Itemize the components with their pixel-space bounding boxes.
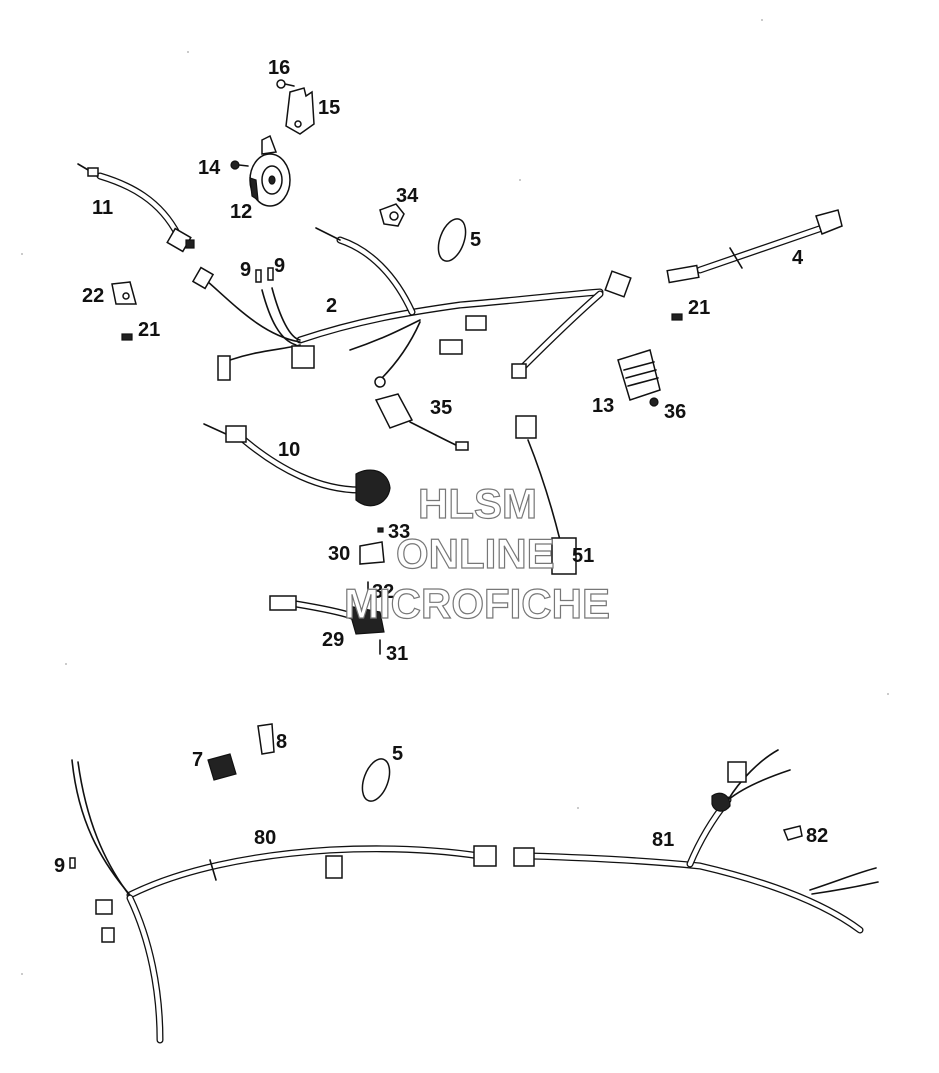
part-82 [782, 825, 803, 841]
clip-21b [671, 313, 683, 321]
grommet-34 [379, 203, 405, 227]
callout-5-lower: 5 [392, 743, 403, 765]
relay-7 [207, 753, 237, 781]
callout-12: 12 [230, 201, 252, 223]
callout-9-lower: 9 [54, 855, 65, 877]
callout-80: 80 [254, 827, 276, 849]
screw-14 [230, 160, 249, 170]
cable-tie-5b [361, 758, 391, 802]
callout-32: 32 [372, 581, 394, 603]
callout-22: 22 [82, 285, 104, 307]
screw-36 [649, 397, 659, 407]
callout-82: 82 [806, 825, 828, 847]
callout-81: 81 [652, 829, 674, 851]
screw-16 [276, 79, 295, 89]
watermark: HLSM ONLINE MICROFICHE [343, 479, 610, 627]
relay-35 [374, 393, 469, 451]
horn-12 [249, 134, 291, 207]
callout-10: 10 [278, 439, 300, 461]
callout-13: 13 [592, 395, 614, 417]
callout-51: 51 [572, 545, 594, 567]
callout-21-right: 21 [688, 297, 710, 319]
callout-2: 2 [326, 295, 337, 317]
callout-9-left: 9 [240, 259, 251, 281]
cover-30 [359, 541, 385, 565]
callout-21-left: 21 [138, 319, 160, 341]
bracket-22 [111, 281, 137, 305]
switch-cable-10 [203, 423, 391, 507]
callout-5-upper: 5 [470, 229, 481, 251]
main-harness-2 [191, 227, 632, 388]
watermark-line-2: ONLINE [396, 530, 555, 577]
bulbs-9 [255, 267, 274, 283]
callout-8: 8 [276, 731, 287, 753]
bulb-9c [69, 857, 76, 869]
callout-35: 35 [430, 397, 452, 419]
callout-31: 31 [386, 643, 408, 665]
harness-81 [513, 749, 879, 934]
sensor-51 [515, 415, 577, 575]
callout-14: 14 [198, 157, 221, 179]
callout-30: 30 [328, 543, 350, 565]
callout-15: 15 [318, 97, 340, 119]
callout-36: 36 [664, 401, 686, 423]
callout-4: 4 [792, 247, 804, 269]
callout-34: 34 [396, 185, 419, 207]
harness-80 [71, 759, 497, 1044]
nut-33 [377, 527, 384, 533]
callout-labels: 16 15 14 12 11 34 5 4 9 9 2 22 21 21 13 … [54, 57, 828, 877]
cable-tie-5a [437, 218, 467, 262]
callout-7: 7 [192, 749, 203, 771]
watermark-line-3: MICROFICHE [344, 580, 610, 627]
clip-21a [121, 333, 133, 341]
callout-29: 29 [322, 629, 344, 651]
callout-16: 16 [268, 57, 290, 79]
switch-29 [269, 595, 385, 635]
scan-dots [21, 19, 889, 975]
cable-4 [666, 209, 843, 284]
bracket-15 [285, 87, 315, 135]
sensor-cable-11 [77, 163, 195, 253]
regulator-13 [617, 349, 661, 401]
callout-9-right: 9 [274, 255, 285, 277]
bracket-8 [257, 723, 275, 755]
watermark-line-1: HLSM [418, 480, 537, 527]
callout-11: 11 [92, 197, 113, 219]
callout-33: 33 [388, 521, 410, 543]
